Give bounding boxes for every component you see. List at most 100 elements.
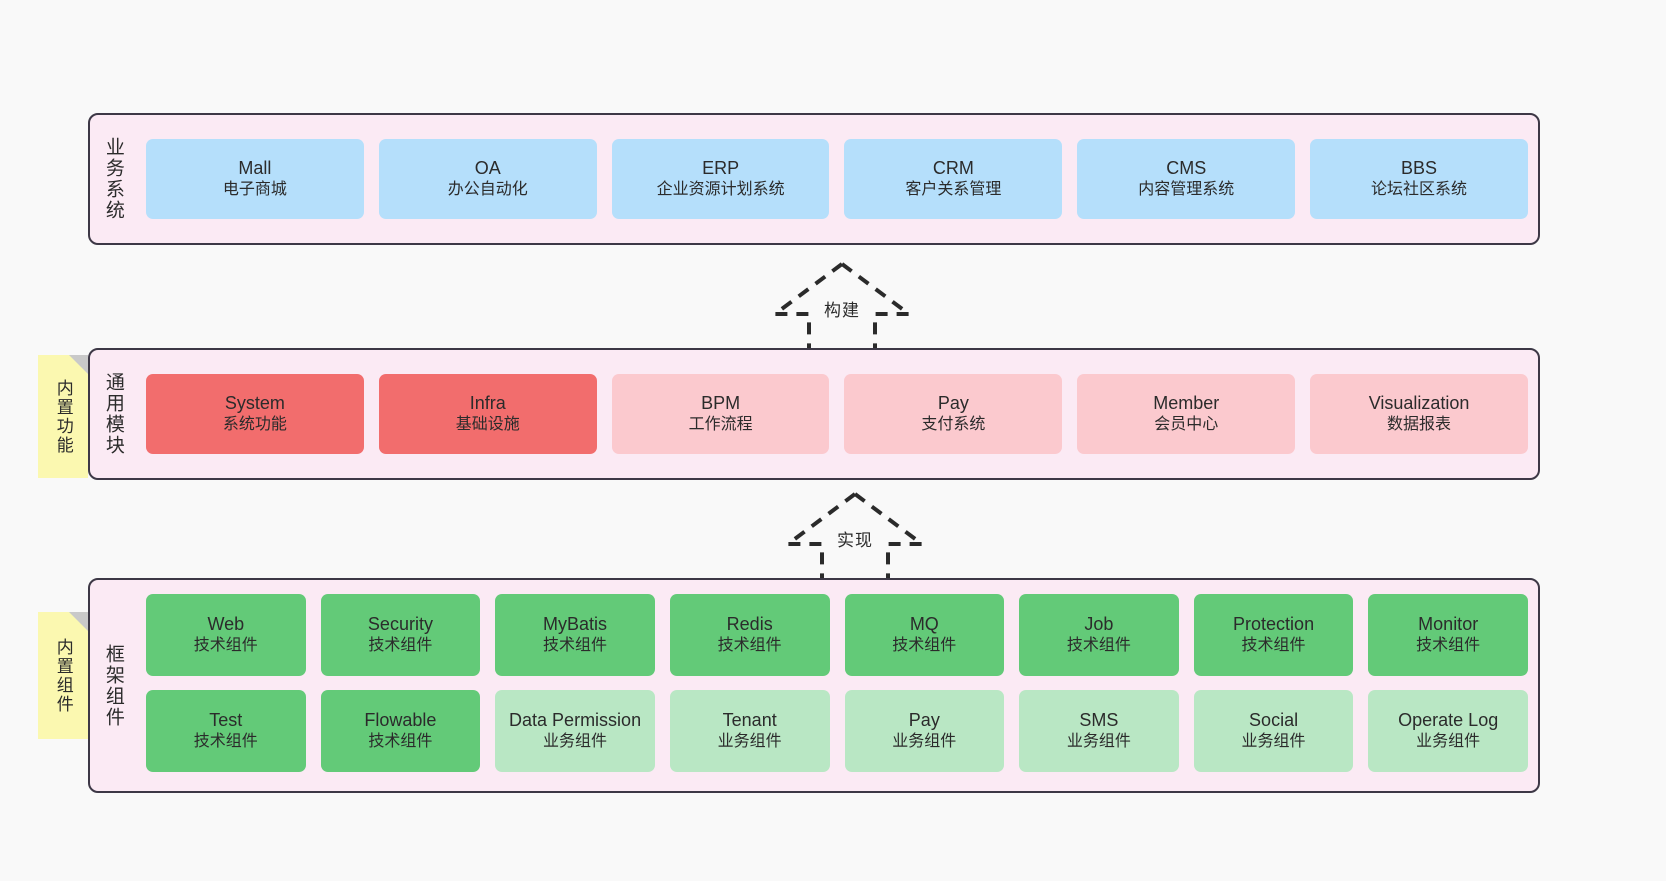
layer-business-title: 业务系统	[102, 137, 124, 221]
card-test-name: Test	[209, 710, 243, 731]
framework-row-business: Test 技术组件 Flowable 技术组件 Data Permission …	[146, 690, 1528, 772]
layer-business-systems: 业务系统 Mall 电子商城 OA 办公自动化 ERP 企业资源计划系统 CRM…	[88, 113, 1540, 245]
card-web[interactable]: Web 技术组件	[146, 594, 306, 676]
card-mybatis[interactable]: MyBatis 技术组件	[495, 594, 655, 676]
card-tenant[interactable]: Tenant 业务组件	[669, 690, 830, 772]
card-visualization-desc: 数据报表	[1387, 416, 1452, 434]
card-protection-name: Protection	[1233, 614, 1315, 635]
card-social-desc: 业务组件	[1241, 733, 1306, 751]
card-security[interactable]: Security 技术组件	[320, 594, 481, 676]
card-oa-desc: 办公自动化	[447, 181, 528, 199]
card-mybatis-desc: 技术组件	[543, 637, 608, 655]
card-tenant-name: Tenant	[722, 710, 777, 731]
card-mq[interactable]: MQ 技术组件	[844, 594, 1005, 676]
card-security-name: Security	[367, 614, 433, 635]
card-web-desc: 技术组件	[193, 637, 258, 655]
card-data-permission-name: Data Permission	[509, 710, 642, 731]
note-builtin-functions: 内置功能	[38, 355, 88, 478]
layer-framework-title: 框架组件	[102, 643, 124, 728]
arrow-realize-label: 实现	[837, 531, 873, 550]
card-system[interactable]: System 系统功能	[146, 374, 364, 454]
card-infra[interactable]: Infra 基础设施	[378, 374, 597, 454]
card-redis[interactable]: Redis 技术组件	[669, 594, 830, 676]
card-sms-name: SMS	[1079, 710, 1119, 731]
card-bpm-name: BPM	[701, 393, 741, 414]
card-mq-name: MQ	[909, 614, 939, 635]
card-bbs-desc: 论坛社区系统	[1371, 181, 1468, 199]
card-job-desc: 技术组件	[1066, 637, 1131, 655]
card-social[interactable]: Social 业务组件	[1193, 690, 1354, 772]
card-monitor[interactable]: Monitor 技术组件	[1368, 594, 1528, 676]
card-operate-log[interactable]: Operate Log 业务组件	[1368, 690, 1528, 772]
note-builtin-functions-label: 内置功能	[53, 378, 73, 455]
layer-framework-components: 框架组件 Web 技术组件 Security 技术组件 MyBatis 技术组件…	[88, 578, 1540, 793]
card-system-desc: 系统功能	[222, 416, 287, 434]
card-protection[interactable]: Protection 技术组件	[1193, 594, 1354, 676]
card-mybatis-name: MyBatis	[543, 614, 608, 635]
card-pay-module-desc: 支付系统	[921, 416, 986, 434]
card-crm-name: CRM	[932, 158, 974, 179]
arrow-build-label: 构建	[824, 301, 860, 320]
layer-modules-title: 通用模块	[102, 372, 124, 456]
card-sms-desc: 业务组件	[1066, 733, 1131, 751]
card-redis-desc: 技术组件	[717, 637, 782, 655]
card-protection-desc: 技术组件	[1241, 637, 1306, 655]
framework-row-technical: Web 技术组件 Security 技术组件 MyBatis 技术组件 Redi…	[146, 594, 1528, 676]
card-mq-desc: 技术组件	[892, 637, 957, 655]
card-bpm-desc: 工作流程	[688, 416, 753, 434]
card-test-desc: 技术组件	[193, 733, 258, 751]
card-flowable[interactable]: Flowable 技术组件	[320, 690, 481, 772]
card-data-permission[interactable]: Data Permission 业务组件	[495, 690, 655, 772]
card-oa-name: OA	[474, 158, 501, 179]
card-pay-module[interactable]: Pay 支付系统	[844, 374, 1063, 454]
card-flowable-name: Flowable	[364, 710, 437, 731]
card-operate-log-name: Operate Log	[1398, 710, 1499, 731]
card-tenant-desc: 业务组件	[717, 733, 782, 751]
card-test[interactable]: Test 技术组件	[146, 690, 306, 772]
card-cms-desc: 内容管理系统	[1138, 181, 1235, 199]
card-cms-name: CMS	[1166, 158, 1207, 179]
card-oa[interactable]: OA 办公自动化	[378, 139, 597, 219]
arrow-realize: 实现	[770, 488, 940, 583]
card-pay-module-name: Pay	[937, 393, 969, 414]
card-pay-component[interactable]: Pay 业务组件	[844, 690, 1005, 772]
layer-business-cards: Mall 电子商城 OA 办公自动化 ERP 企业资源计划系统 CRM 客户关系…	[136, 115, 1538, 243]
card-monitor-desc: 技术组件	[1416, 637, 1481, 655]
card-web-name: Web	[207, 614, 245, 635]
card-cms[interactable]: CMS 内容管理系统	[1077, 139, 1296, 219]
card-erp-desc: 企业资源计划系统	[656, 181, 785, 199]
card-member-name: Member	[1153, 393, 1220, 414]
card-crm[interactable]: CRM 客户关系管理	[844, 139, 1063, 219]
card-visualization-name: Visualization	[1368, 393, 1470, 414]
card-member[interactable]: Member 会员中心	[1077, 374, 1296, 454]
card-pay-component-name: Pay	[908, 710, 940, 731]
card-infra-name: Infra	[469, 393, 506, 414]
card-pay-component-desc: 业务组件	[892, 733, 957, 751]
card-redis-name: Redis	[726, 614, 773, 635]
card-erp-name: ERP	[702, 158, 740, 179]
card-sms[interactable]: SMS 业务组件	[1019, 690, 1179, 772]
card-data-permission-desc: 业务组件	[543, 733, 608, 751]
layer-framework-grid: Web 技术组件 Security 技术组件 MyBatis 技术组件 Redi…	[136, 580, 1538, 791]
card-infra-desc: 基础设施	[455, 416, 520, 434]
card-mall[interactable]: Mall 电子商城	[146, 139, 364, 219]
card-operate-log-desc: 业务组件	[1416, 733, 1481, 751]
note-builtin-components-label: 内置组件	[53, 637, 73, 714]
card-job[interactable]: Job 技术组件	[1019, 594, 1179, 676]
card-system-name: System	[224, 393, 285, 414]
card-mall-desc: 电子商城	[222, 181, 287, 199]
card-security-desc: 技术组件	[368, 637, 433, 655]
card-flowable-desc: 技术组件	[368, 733, 433, 751]
card-erp[interactable]: ERP 企业资源计划系统	[611, 139, 830, 219]
card-bbs[interactable]: BBS 论坛社区系统	[1310, 139, 1528, 219]
card-visualization[interactable]: Visualization 数据报表	[1310, 374, 1528, 454]
card-mall-name: Mall	[238, 158, 272, 179]
card-monitor-name: Monitor	[1418, 614, 1479, 635]
layer-modules-cards: System 系统功能 Infra 基础设施 BPM 工作流程 Pay 支付系统…	[136, 350, 1538, 478]
layer-common-modules: 通用模块 System 系统功能 Infra 基础设施 BPM 工作流程 Pay…	[88, 348, 1540, 480]
card-crm-desc: 客户关系管理	[905, 181, 1002, 199]
arrow-build: 构建	[757, 258, 927, 353]
card-bpm[interactable]: BPM 工作流程	[611, 374, 830, 454]
card-bbs-name: BBS	[1401, 158, 1438, 179]
